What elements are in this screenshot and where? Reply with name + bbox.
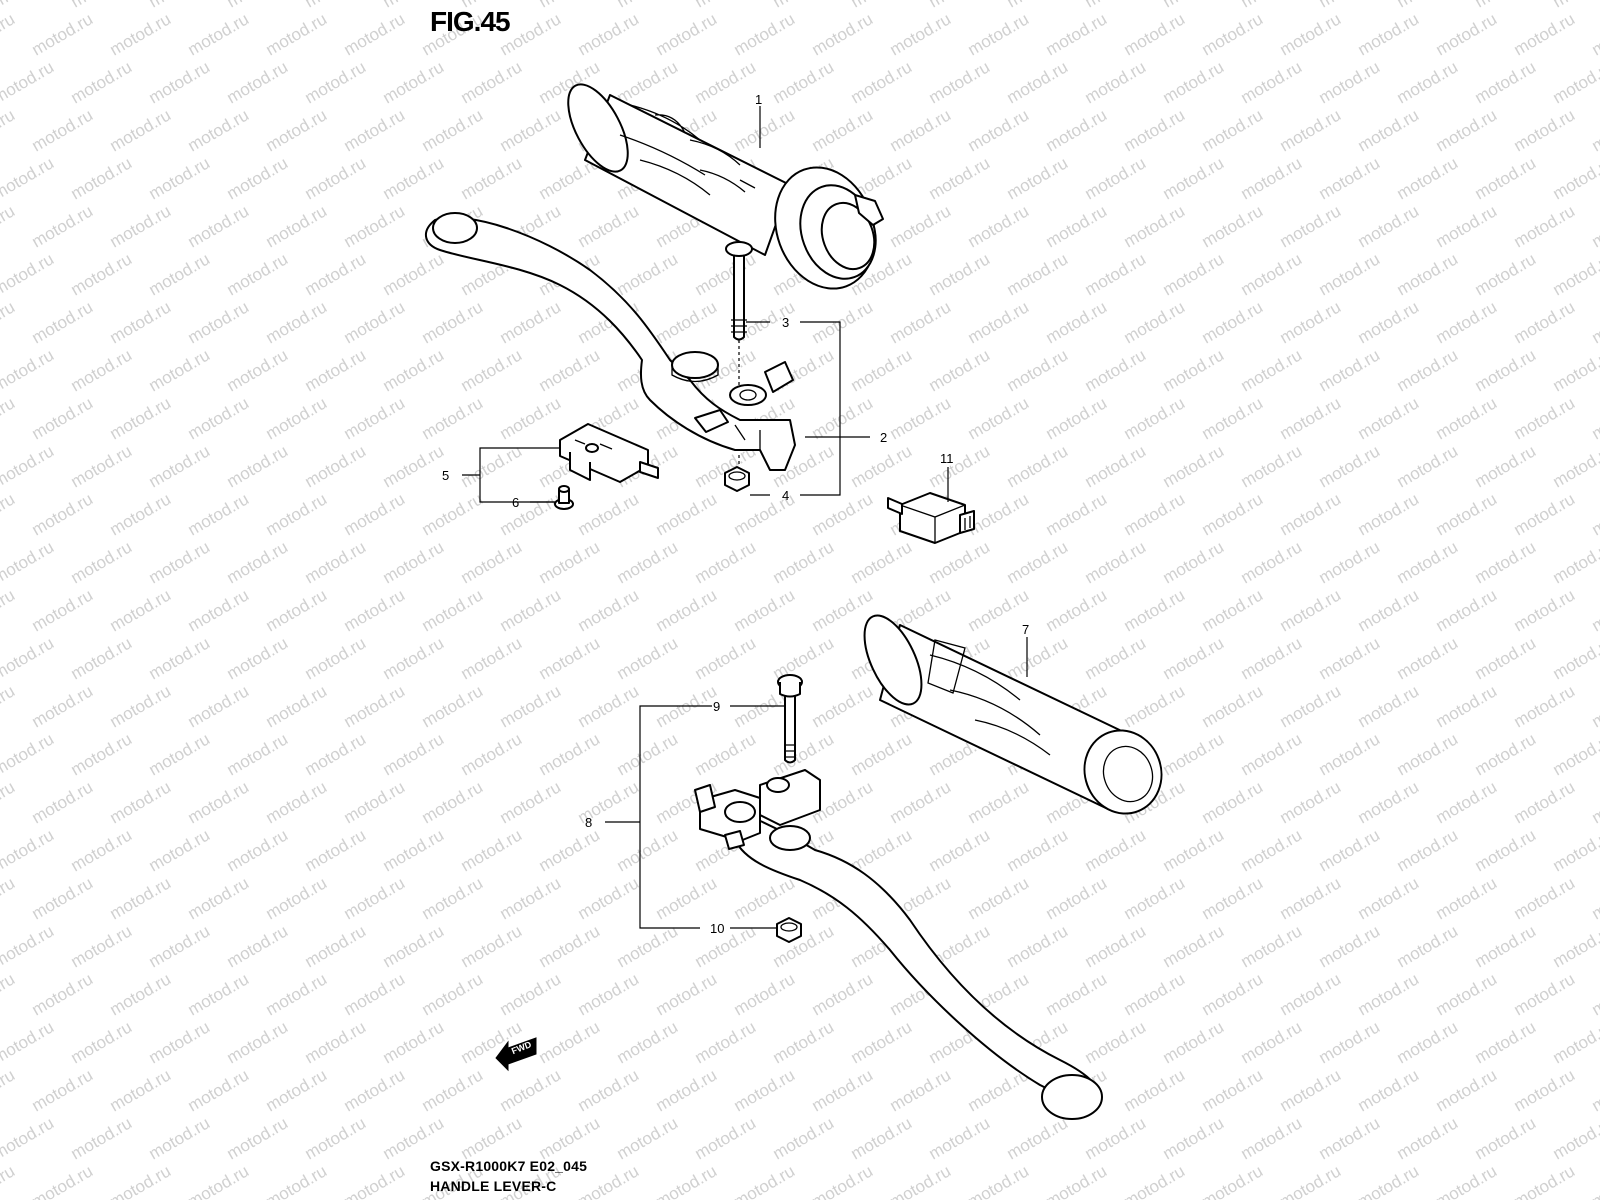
callout-1: 1 bbox=[755, 92, 762, 107]
callout-9: 9 bbox=[713, 699, 720, 714]
callout-11: 11 bbox=[940, 451, 954, 466]
figure-title: FIG.45 bbox=[430, 6, 511, 37]
clutch-lever[interactable] bbox=[425, 212, 796, 471]
front-brake-light-switch[interactable] bbox=[887, 492, 975, 544]
callout-6: 6 bbox=[512, 495, 519, 510]
callout-4: 4 bbox=[782, 488, 789, 503]
footer-model-code: GSX-R1000K7 E02_045 bbox=[430, 1158, 588, 1174]
callout-10: 10 bbox=[710, 921, 724, 936]
callout-2: 2 bbox=[880, 430, 887, 445]
pivot-bolt-lower[interactable] bbox=[777, 674, 803, 764]
callout-3: 3 bbox=[782, 315, 789, 330]
brake-lever[interactable] bbox=[694, 769, 1103, 1120]
pivot-bolt-upper[interactable] bbox=[725, 241, 753, 385]
lever-nut-upper[interactable] bbox=[724, 455, 750, 492]
callout-labels: 1 2 3 4 5 6 7 8 9 10 11 bbox=[442, 92, 1029, 936]
leader-lines bbox=[462, 106, 1028, 929]
clutch-lever-switch[interactable] bbox=[559, 423, 659, 483]
callout-5: 5 bbox=[442, 468, 449, 483]
callout-7: 7 bbox=[1022, 622, 1029, 637]
lever-nut-lower[interactable] bbox=[776, 917, 802, 943]
switch-screw[interactable] bbox=[554, 485, 574, 510]
handlebar-grip-left[interactable] bbox=[853, 607, 1173, 824]
footer-figure-name: HANDLE LEVER-C bbox=[430, 1178, 557, 1194]
throttle-grip[interactable] bbox=[556, 75, 891, 302]
callout-8: 8 bbox=[585, 815, 592, 830]
forward-direction-arrow: FWD bbox=[495, 1037, 537, 1072]
